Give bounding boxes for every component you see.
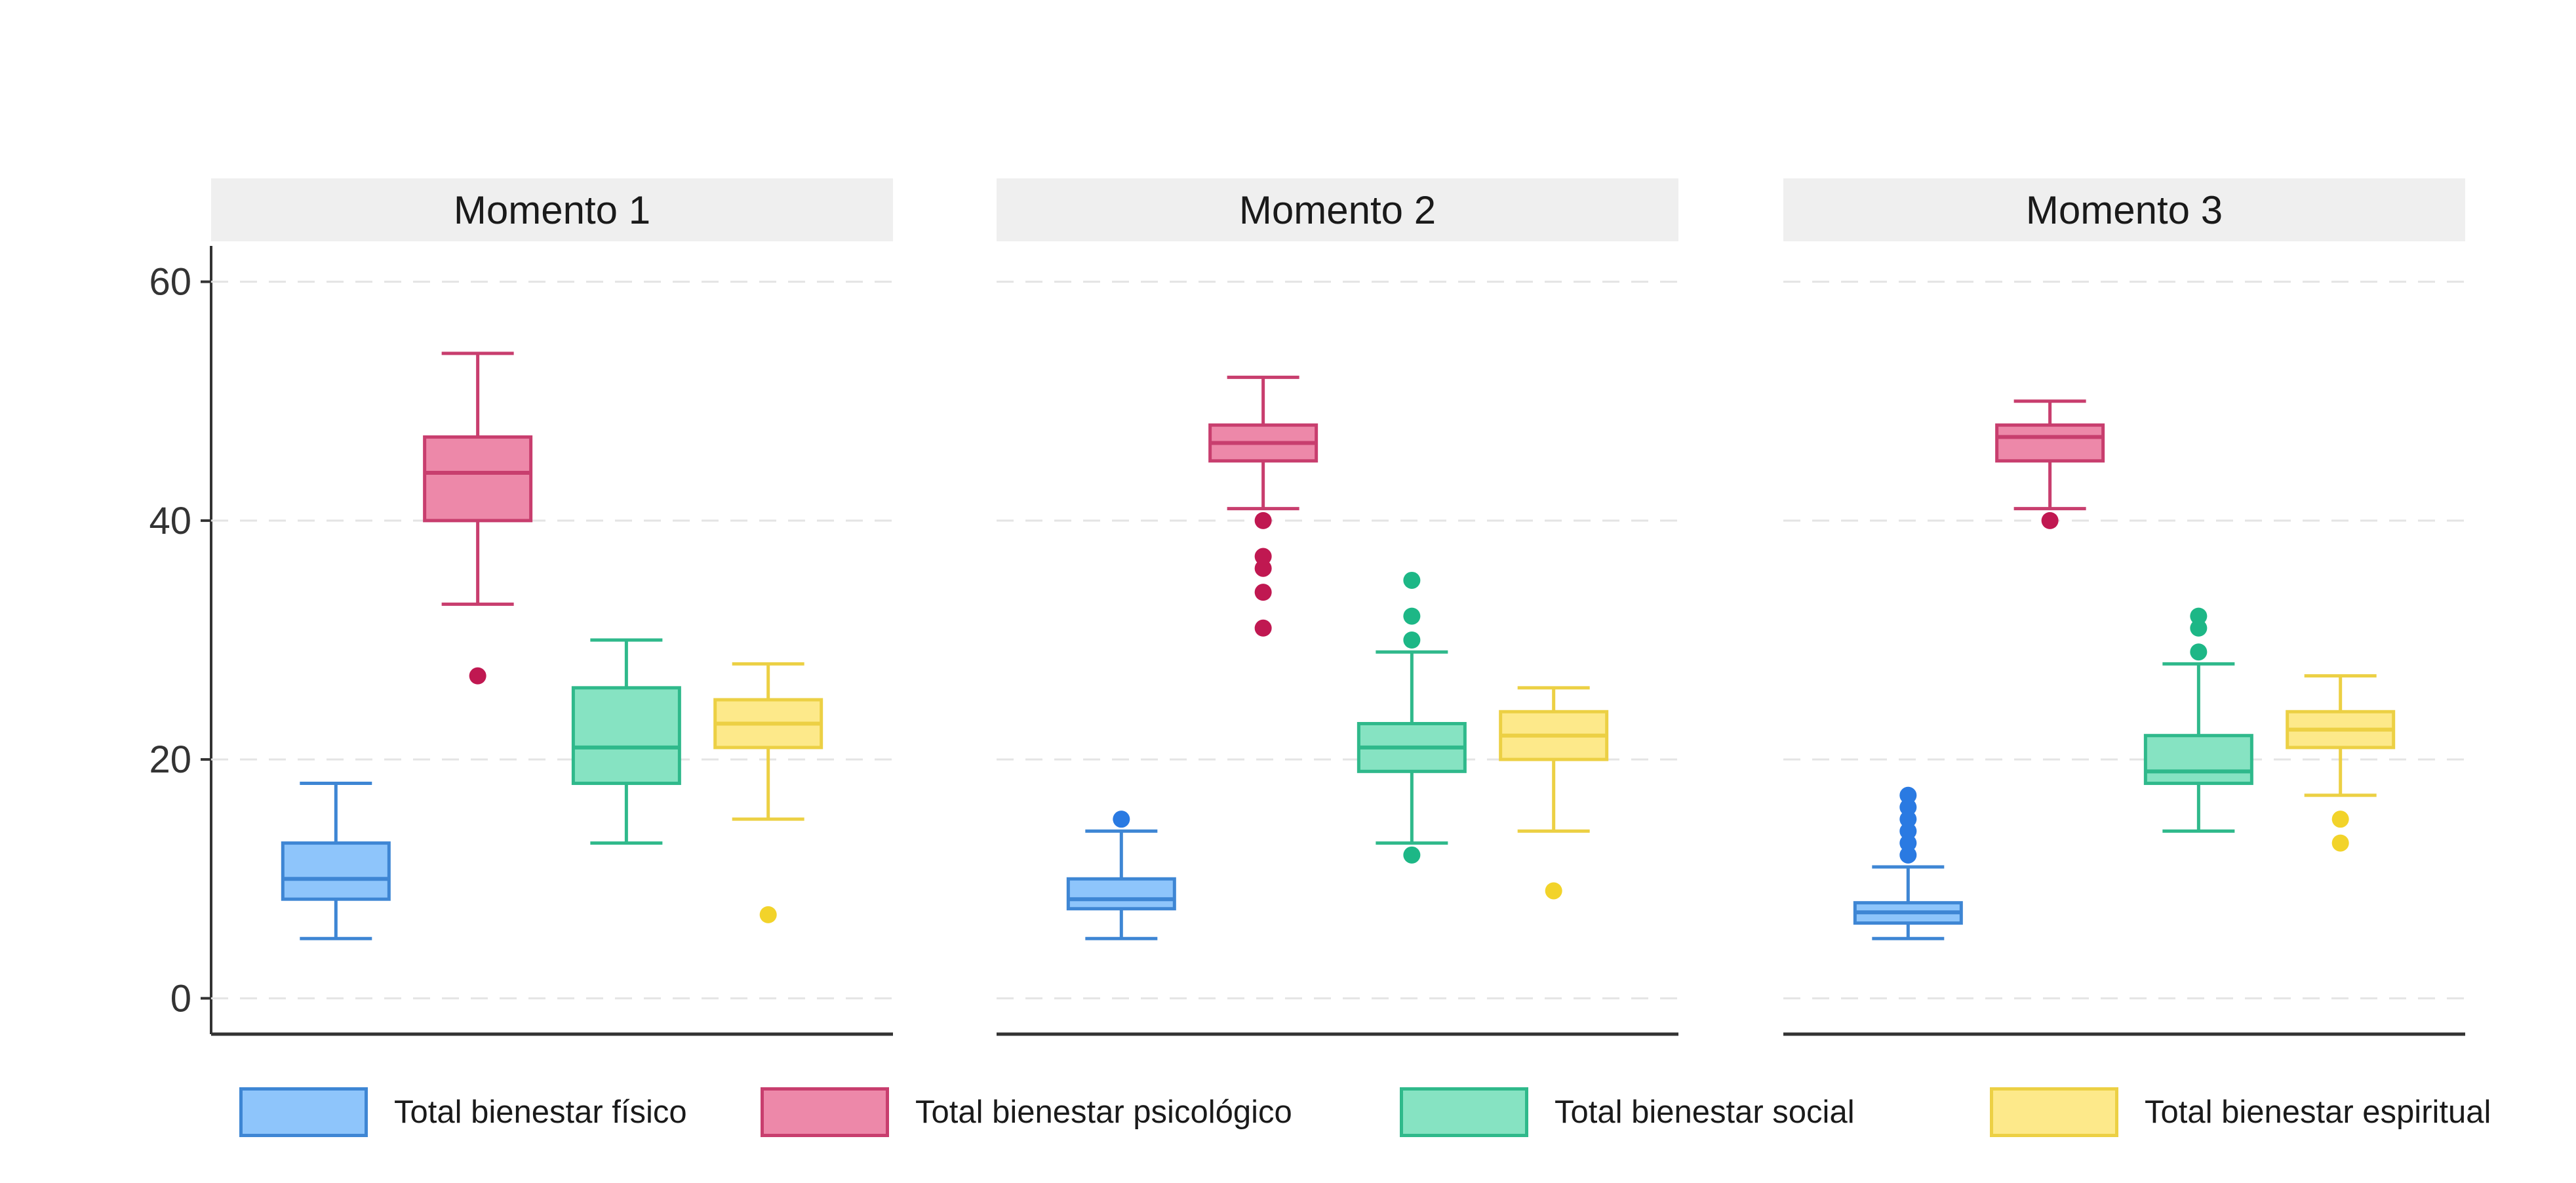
box-social — [2143, 607, 2253, 833]
box-fisico — [1853, 786, 1963, 940]
outlier-point — [2041, 511, 2059, 529]
outlier-point — [759, 906, 777, 923]
outlier-point — [1899, 786, 1917, 804]
outlier-point — [2190, 607, 2208, 625]
outlier-point — [1899, 822, 1917, 840]
box-social — [571, 638, 681, 845]
panel-title: Momento 3 — [2026, 188, 2223, 232]
box-iqr — [423, 435, 533, 523]
y-tick-label: 40 — [149, 500, 191, 542]
box-fisico — [281, 782, 391, 940]
legend-swatch-espiritual — [1990, 1087, 2118, 1137]
outlier-point — [1545, 882, 1562, 900]
panel-strip — [997, 178, 1678, 241]
legend-swatch-psicologico — [761, 1087, 889, 1137]
panel-strip — [211, 178, 893, 241]
panel-strip — [1783, 178, 2465, 241]
box-espiritual — [1499, 686, 1609, 900]
box-espiritual — [2286, 674, 2396, 852]
outlier-point — [1899, 798, 1917, 816]
box-psicologico — [1995, 399, 2105, 529]
legend-item-espiritual: Total bienestar espiritual — [1990, 1087, 2491, 1137]
outlier-point — [1899, 811, 1917, 828]
legend-item-fisico: Total bienestar físico — [239, 1087, 687, 1137]
outlier-point — [469, 667, 486, 685]
outlier-point — [2331, 834, 2349, 852]
box-psicologico — [1208, 375, 1318, 637]
box-iqr — [2143, 734, 2253, 786]
legend-label-social: Total bienestar social — [1555, 1094, 1855, 1130]
box-psicologico — [423, 351, 533, 685]
outlier-point — [1254, 584, 1272, 601]
box-iqr — [571, 686, 681, 786]
legend-swatch-social — [1400, 1087, 1528, 1137]
outlier-point — [1254, 619, 1272, 637]
legend: Total bienestar físico Total bienestar p… — [0, 1087, 2576, 1153]
outlier-point — [2190, 619, 2208, 637]
panel-title: Momento 2 — [1239, 188, 1436, 232]
box-iqr — [1066, 877, 1176, 911]
legend-item-psicologico: Total bienestar psicológico — [761, 1087, 1292, 1137]
legend-item-social: Total bienestar social — [1400, 1087, 1855, 1137]
outlier-point — [1254, 548, 1272, 565]
box-iqr — [281, 841, 391, 901]
outlier-point — [1254, 559, 1272, 577]
outlier-point — [1403, 607, 1421, 625]
outlier-point — [1113, 811, 1130, 828]
outlier-point — [1403, 571, 1421, 589]
legend-label-espiritual: Total bienestar espiritual — [2145, 1094, 2491, 1130]
box-fisico — [1066, 811, 1176, 940]
y-tick-label: 60 — [149, 261, 191, 304]
outlier-point — [2331, 811, 2349, 828]
panel-title: Momento 1 — [454, 188, 650, 232]
legend-label-fisico: Total bienestar físico — [394, 1094, 687, 1130]
outlier-point — [1403, 632, 1421, 649]
y-tick-label: 20 — [149, 738, 191, 781]
outlier-point — [1254, 511, 1272, 529]
outlier-point — [1899, 834, 1917, 852]
outlier-point — [2190, 643, 2208, 661]
box-iqr — [1995, 423, 2105, 463]
outlier-point — [1899, 846, 1917, 864]
y-tick-label: 0 — [170, 977, 191, 1020]
box-espiritual — [713, 662, 823, 923]
box-social — [1357, 571, 1467, 864]
outlier-point — [1403, 846, 1421, 864]
legend-swatch-fisico — [239, 1087, 368, 1137]
legend-label-psicologico: Total bienestar psicológico — [915, 1094, 1292, 1130]
